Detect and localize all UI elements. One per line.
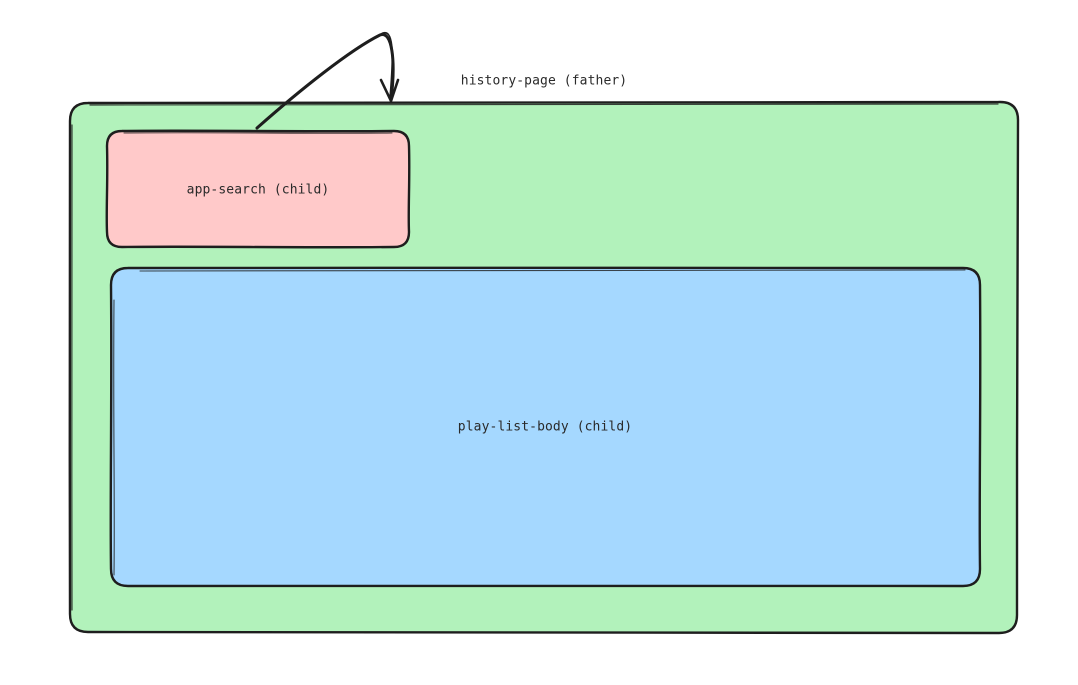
search-child-label: app-search (child): [186, 182, 330, 198]
father-label: history-page (father): [460, 73, 628, 89]
arrowhead-icon: [379, 78, 400, 103]
body-child-label: play-list-body (child): [457, 419, 633, 435]
search-child-box: [105, 129, 411, 249]
relation-arrow: [255, 32, 400, 130]
body-child-box: [109, 266, 982, 588]
